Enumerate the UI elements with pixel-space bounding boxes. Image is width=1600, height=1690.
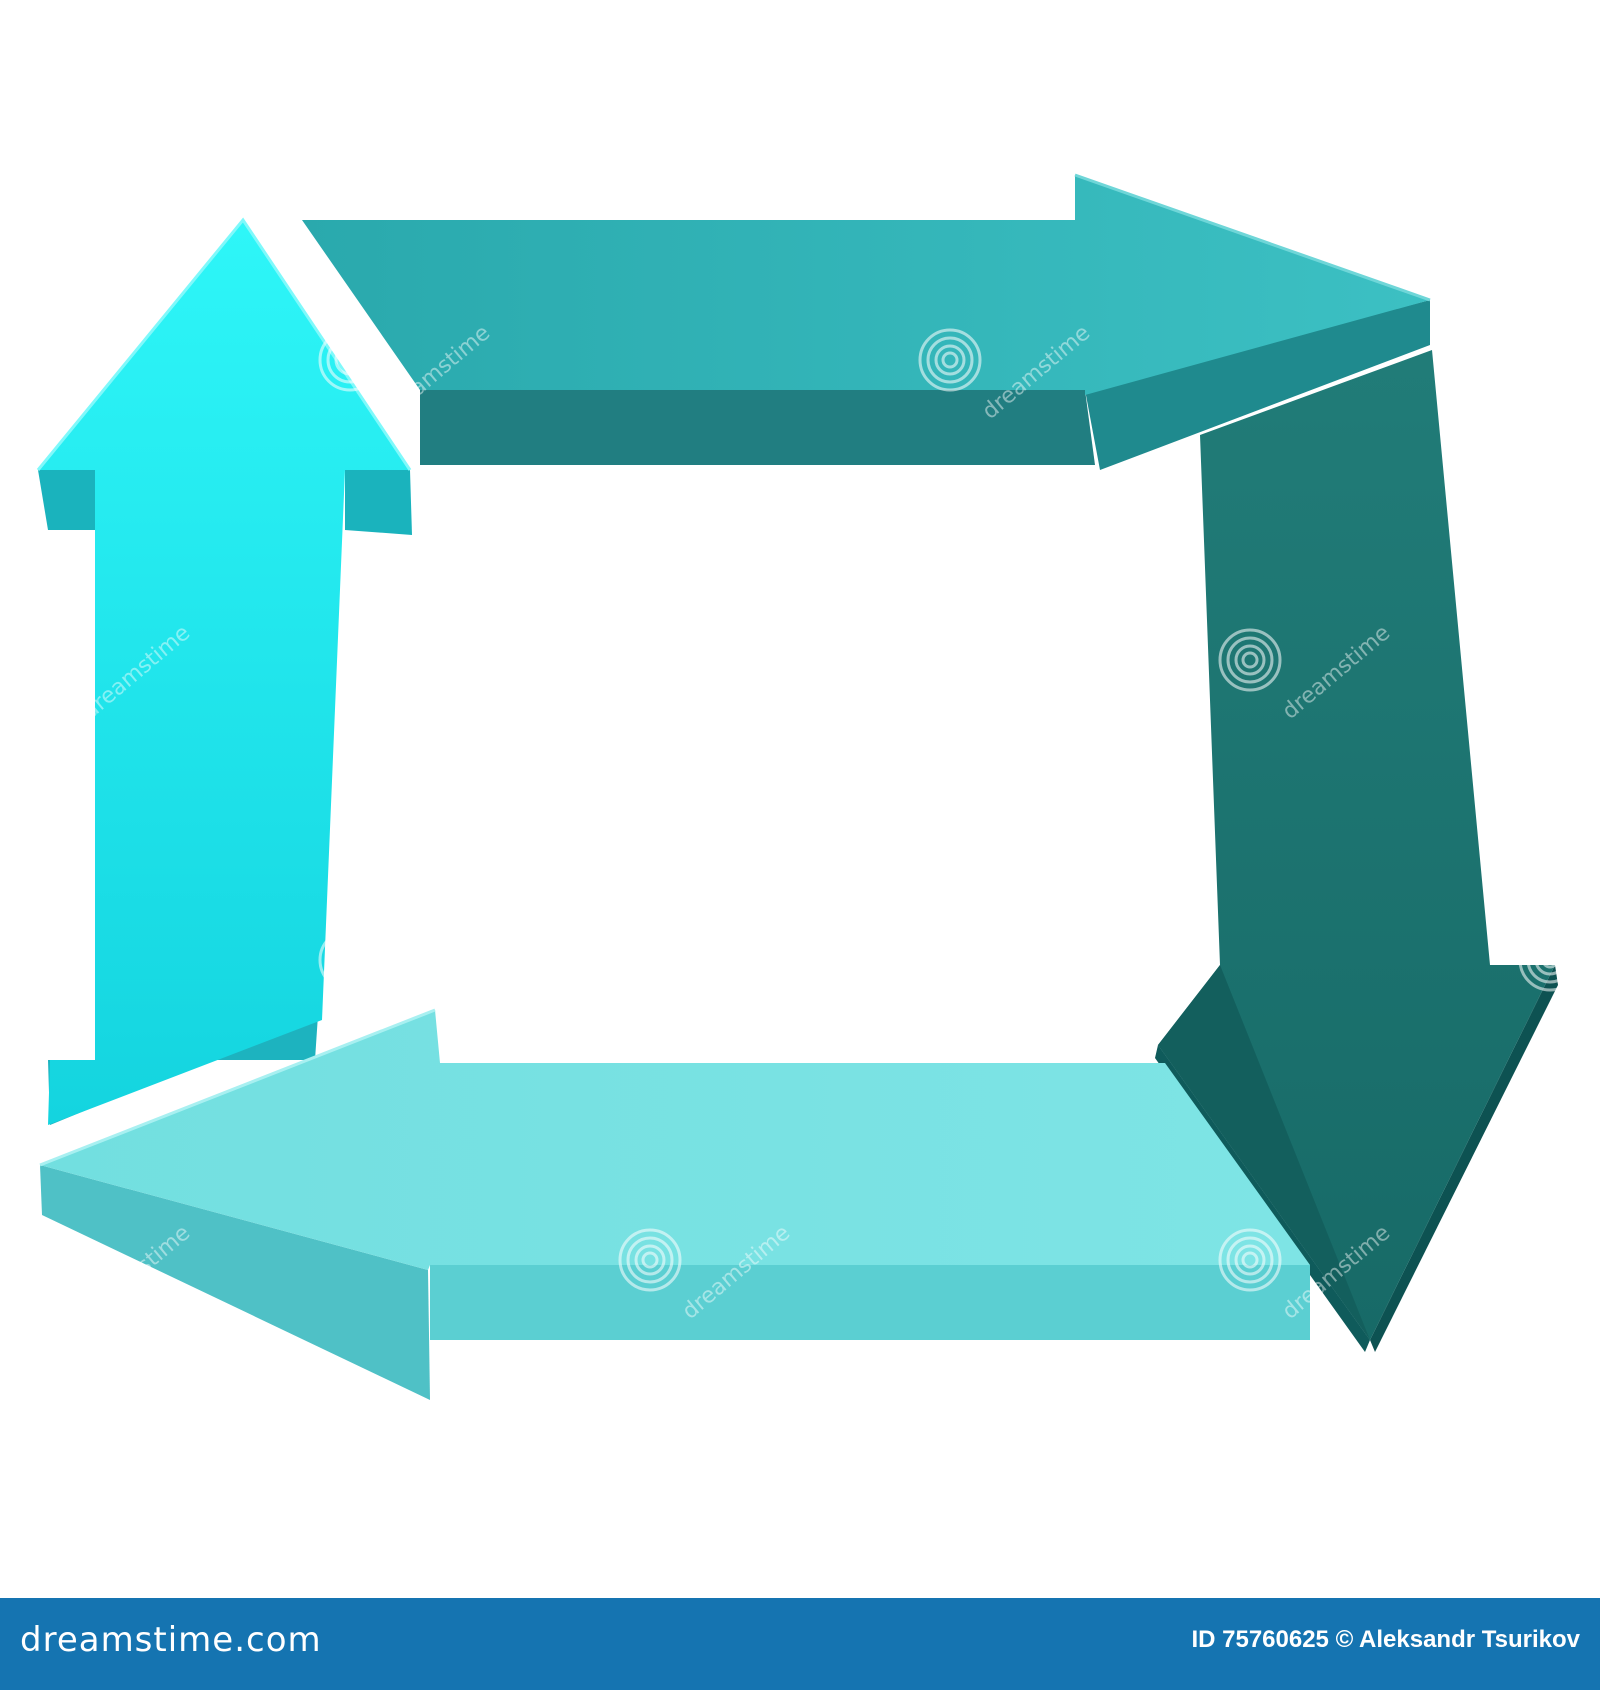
left-arrow-edge xyxy=(39,1008,436,1167)
right-arrow xyxy=(302,173,1431,470)
up-arrow-side-left xyxy=(38,470,95,530)
up-arrow-side-right xyxy=(345,470,412,535)
right-arrow-face xyxy=(302,175,1430,395)
down-arrow-head-shade xyxy=(1158,965,1370,1340)
down-arrow-side-right xyxy=(1370,965,1558,1352)
down-arrow xyxy=(1155,350,1558,1352)
up-arrow-face xyxy=(38,220,410,1125)
left-arrow-side xyxy=(430,1265,1310,1340)
image-credit: ID 75760625 © Aleksandr Tsurikov xyxy=(1191,1626,1580,1653)
right-arrow-side xyxy=(420,390,1095,465)
left-arrow-face xyxy=(40,1010,1310,1270)
right-arrow-edge xyxy=(1074,173,1431,302)
footer-brand-logo[interactable]: dreamstime.com xyxy=(20,1620,322,1660)
cycle-diagram-canvas xyxy=(36,173,1558,1400)
left-arrow xyxy=(39,1008,1310,1400)
right-arrow-side-tip xyxy=(1085,300,1430,470)
up-arrow xyxy=(36,217,412,1125)
left-arrow-side-tip xyxy=(40,1165,430,1400)
footer-bar: dreamstime.com ID 75760625 © Aleksandr T… xyxy=(0,1598,1600,1690)
down-arrow-side-left xyxy=(1155,1045,1370,1352)
